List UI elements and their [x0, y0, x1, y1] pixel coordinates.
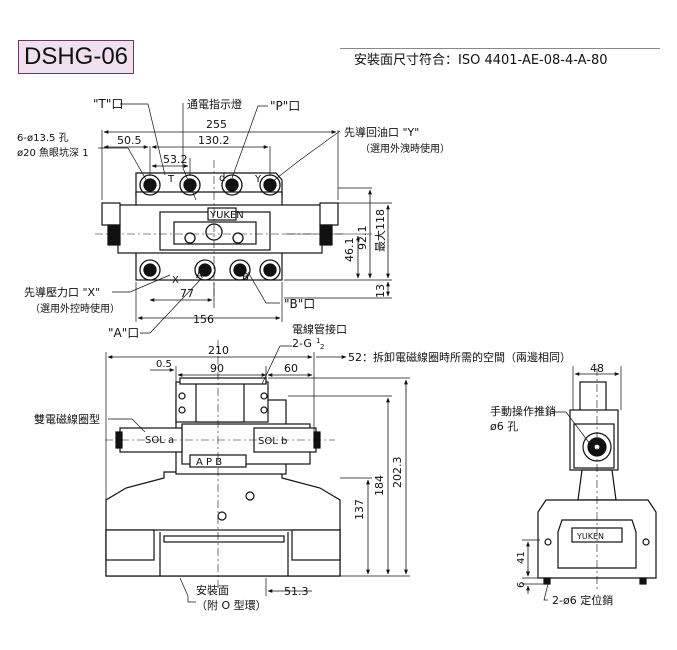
dim-92-1: 92.1 [356, 226, 369, 251]
dim-210: 210 [208, 344, 229, 357]
sol-b-label: SOL b [258, 436, 287, 447]
conduit-label-1: 電線管接口 [292, 322, 347, 336]
front-view-labels: 電線管接口 2-G 1 2 210 0.5 90 60 52：拆卸電磁線圈時所需… [34, 322, 571, 612]
top-letter-t: T [167, 174, 175, 185]
conduit-frac-den: 2 [320, 343, 324, 351]
dim-77: 77 [180, 287, 194, 300]
top-coil-right [319, 224, 333, 246]
dim-156: 156 [193, 313, 214, 326]
front-view [105, 340, 410, 603]
top-view: YUKEN X A B Y d T [95, 103, 392, 334]
top-logo: YUKEN [209, 210, 244, 221]
dim-6: 6 [516, 582, 527, 588]
pilot-pressure-label-1: 先導壓力口 "X" [24, 285, 100, 299]
pilot-drain-label-2: （選用外洩時使用） [360, 142, 450, 155]
front-base-slot [163, 535, 285, 543]
dim-60: 60 [284, 362, 298, 375]
dim-max118: 最大118 [373, 209, 387, 252]
hole-br-2 [259, 259, 281, 281]
indicator-label: 通電指示燈 [187, 97, 242, 111]
manual-pin-label-1: 手動操作推銷 [490, 404, 556, 418]
mount-label-2: （附 O 型環） [196, 598, 267, 612]
dim-184: 184 [373, 475, 386, 496]
top-letter-a: A [196, 270, 203, 281]
side-view [522, 366, 657, 601]
standard-rule-top [340, 48, 660, 49]
top-letter-y: Y [254, 174, 262, 185]
top-solenoid-left [101, 202, 121, 226]
sol-a-label: SOL a [145, 435, 174, 446]
port-p-label: "P"口 [270, 99, 300, 113]
pilot-drain-label-1: 先導回油口 "Y" [344, 125, 419, 139]
dim-46-1: 46.1 [343, 238, 356, 263]
side-logo: YUKEN [576, 532, 604, 541]
conduit-label-2: 2-G [292, 337, 312, 350]
port-t-label: "T"口 [93, 97, 123, 111]
top-letter-d: d [219, 173, 225, 184]
top-solenoid-right [319, 202, 339, 226]
dim-48: 48 [590, 362, 604, 375]
mounting-standard: 安裝面尺寸符合：ISO 4401-AE-08-4-A-80 [340, 48, 660, 72]
dim-41: 41 [516, 551, 527, 564]
dim-13: 13 [374, 284, 387, 298]
port-a-label: "A"口 [108, 326, 139, 340]
dim-53-2: 53.2 [163, 153, 188, 166]
holes-label-2: ø20 魚眼坑深 1 [17, 146, 89, 159]
hole-bl-1 [139, 259, 161, 281]
pilot-pressure-label-2: （選用外控時使用） [30, 302, 120, 315]
dim-130-2: 130.2 [198, 134, 230, 147]
dim-255: 255 [206, 118, 227, 131]
dim-51-3: 51.3 [284, 585, 309, 598]
pin-label: 2-ø6 定位銷 [552, 593, 613, 607]
hole-tr-1 [221, 174, 243, 196]
front-terminal-cap [195, 381, 245, 423]
hole-br-1 [229, 259, 251, 281]
dim-90: 90 [210, 362, 224, 375]
top-letter-x: X [172, 275, 179, 286]
note-52: 52：拆卸電磁線圈時所需的空間（兩邊相同） [348, 350, 571, 364]
apb-label: A P B [196, 457, 222, 468]
conduit-frac-num: 1 [316, 337, 320, 345]
top-letter-b: B [242, 272, 249, 283]
dim-50-5: 50.5 [117, 134, 142, 147]
mount-label-1: 安裝面 [196, 583, 229, 597]
front-base-left-step [105, 529, 155, 561]
dim-202-3: 202.3 [391, 457, 404, 489]
double-solenoid-label: 雙電磁線圈型 [34, 412, 100, 426]
top-holes [139, 174, 281, 281]
manual-pin-label-2: ø6 孔 [490, 420, 518, 433]
top-logo-plate [207, 207, 237, 221]
model-label: DSHG-06 [18, 40, 134, 74]
dim-0-5: 0.5 [156, 359, 172, 370]
holes-label-1: 6-ø13.5 孔 [17, 132, 69, 144]
dim-137: 137 [353, 499, 366, 520]
top-view-labels: "T"口 通電指示燈 "P"口 6-ø13.5 孔 ø20 魚眼坑深 1 先導回… [17, 97, 450, 340]
front-base-right-step [291, 529, 341, 561]
port-b-label: "B"口 [284, 297, 315, 311]
hole-bl-2 [194, 259, 216, 281]
side-view-labels: 48 手動操作推銷 ø6 孔 YUKEN 41 6 2-ø6 定位銷 [490, 362, 613, 607]
top-coil-left [107, 224, 121, 246]
mounting-standard-text: 安裝面尺寸符合：ISO 4401-AE-08-4-A-80 [354, 53, 608, 68]
